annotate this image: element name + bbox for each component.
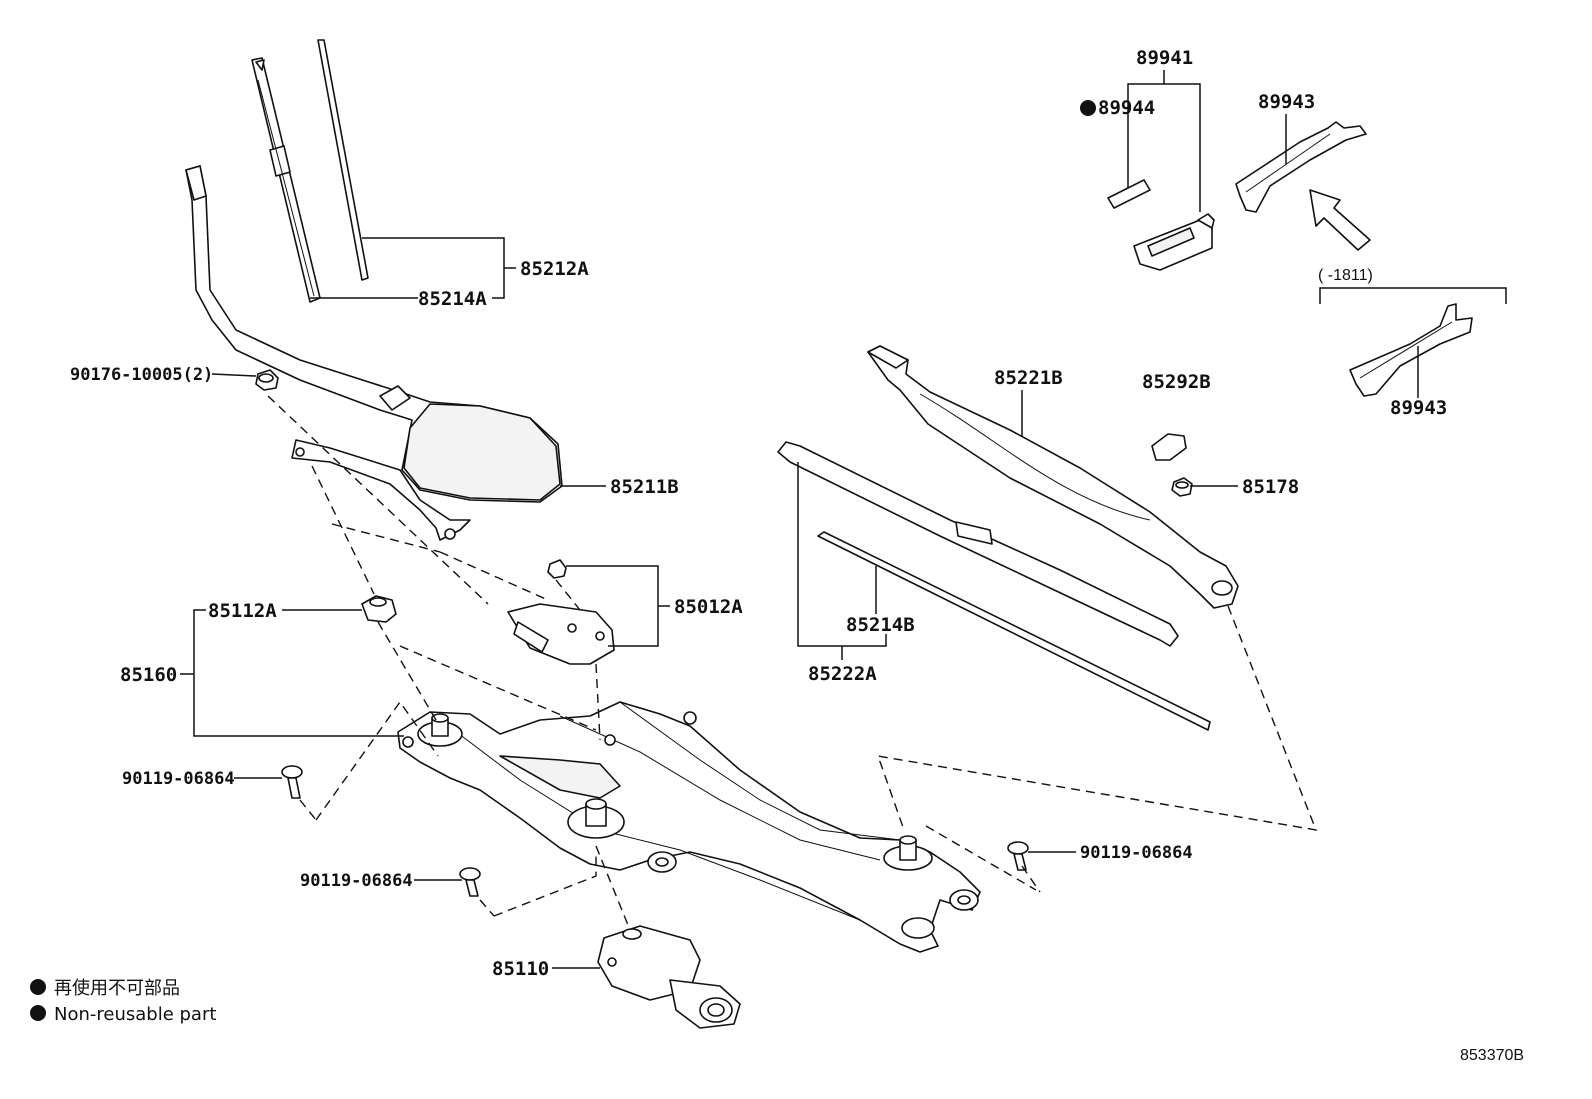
arrow-icon: [1309, 189, 1371, 251]
key-tool-89943-bottom: [1349, 303, 1473, 397]
wiper-motor-85110: [597, 925, 741, 1029]
key-89941: [1133, 213, 1215, 271]
label-85214B: 85214B: [846, 614, 915, 636]
pivot-cover-85012A: [507, 559, 615, 665]
nut-90176: [255, 369, 279, 391]
wiper-blade-85214A: [251, 57, 321, 303]
grommet-85112A: [361, 595, 397, 623]
label-range-note: ( -1811): [1318, 267, 1373, 284]
label-85211B: 85211B: [610, 476, 679, 498]
legend-marker-icon: [30, 1005, 46, 1021]
label-85222A: 85222A: [808, 663, 877, 685]
part-labels: 89941 89944 89943 ( -1811) 89943 85212A …: [70, 47, 1447, 980]
bolt-90119-a: [281, 765, 303, 799]
label-85178: 85178: [1242, 476, 1299, 498]
cap-85292B: [1151, 433, 1187, 461]
label-85214A: 85214A: [418, 288, 487, 310]
wiper-arm-85211B: [185, 165, 563, 541]
label-90176-10005: 90176-10005(2): [70, 365, 213, 385]
label-85012A: 85012A: [674, 596, 743, 618]
wiper-arm-85221B: [867, 345, 1239, 609]
label-89943-top: 89943: [1258, 91, 1315, 113]
key-plate-89944: [1107, 179, 1151, 209]
label-89941: 89941: [1136, 47, 1193, 69]
legend-marker-icon: [30, 979, 46, 995]
bolt-90119-b: [459, 867, 481, 897]
legend-line-jp: 再使用不可部品: [54, 978, 180, 999]
wiper-blade-85222A: [777, 441, 1179, 647]
wiper-refill-85214B: [817, 531, 1211, 731]
label-85110: 85110: [492, 958, 549, 980]
label-85212A: 85212A: [520, 258, 589, 280]
wiper-refill-85212A: [317, 39, 369, 281]
label-90119-06864-b: 90119-06864: [300, 871, 413, 891]
key-tool-89943-top: [1235, 121, 1367, 213]
label-89944: 89944: [1098, 97, 1155, 119]
legend: 再使用不可部品 Non-reusable part: [30, 978, 216, 1025]
label-89943-bottom: 89943: [1390, 397, 1447, 419]
diagram-code: 853370B: [1460, 1047, 1524, 1064]
non-reusable-marker-icon: [1080, 100, 1096, 116]
bolt-90119-c: [1007, 841, 1029, 871]
label-90119-06864-a: 90119-06864: [122, 769, 235, 789]
wiper-linkage-85160: [397, 701, 981, 953]
leader-lines: [180, 70, 1507, 969]
legend-line-en: Non-reusable part: [54, 1004, 216, 1025]
label-85112A: 85112A: [208, 600, 277, 622]
label-85292B: 85292B: [1142, 371, 1211, 393]
label-85221B: 85221B: [994, 367, 1063, 389]
label-85160: 85160: [120, 664, 177, 686]
assembly-dashed-lines: [267, 395, 1318, 931]
nut-85178: [1171, 477, 1193, 497]
label-90119-06864-c: 90119-06864: [1080, 843, 1193, 863]
